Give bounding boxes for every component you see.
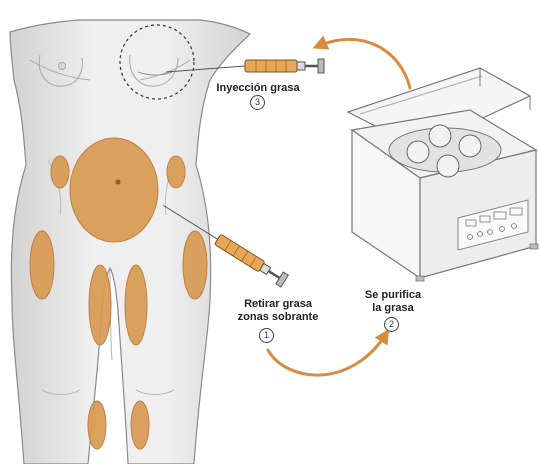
arrow-extraction-to-centrifuge: [268, 334, 386, 375]
step-3-number: 3: [250, 95, 265, 110]
step-1-label-line2: zonas sobrante: [228, 311, 328, 324]
step-2-label: Se purifica la grasa: [348, 289, 438, 315]
step-2-number: 2: [384, 317, 399, 332]
centrifuge-tube-3: [459, 135, 481, 157]
fat-area-flank-left: [51, 156, 69, 188]
centrifuge-tube-1: [407, 141, 429, 163]
step-3-label-line1: Inyección grasa: [216, 82, 299, 94]
fat-area-hip-right: [183, 231, 207, 299]
arrow-centrifuge-to-injection: [318, 39, 410, 88]
nipple-left: [59, 63, 66, 70]
step-3-label: Inyección grasa: [208, 82, 308, 95]
fat-area-knee-left: [88, 401, 106, 449]
fat-area-abdomen: [70, 138, 158, 242]
step-2-label-line2: la grasa: [348, 302, 438, 315]
step-1-label: Retirar grasa zonas sobrante: [228, 298, 328, 324]
fat-area-inner-thigh-right: [125, 265, 147, 345]
fat-area-hip-left: [30, 231, 54, 299]
step-2-label-line1: Se purifica: [348, 289, 438, 302]
fat-area-knee-right: [131, 401, 149, 449]
centrifuge-tube-4: [437, 155, 459, 177]
centrifuge-machine: [348, 68, 538, 281]
centrifuge-tube-2: [429, 125, 451, 147]
step-1-label-line1: Retirar grasa: [228, 298, 328, 311]
step-1-number: 1: [259, 328, 274, 343]
fat-area-inner-thigh-left: [89, 265, 111, 345]
navel: [116, 180, 121, 185]
fat-area-flank-right: [167, 156, 185, 188]
